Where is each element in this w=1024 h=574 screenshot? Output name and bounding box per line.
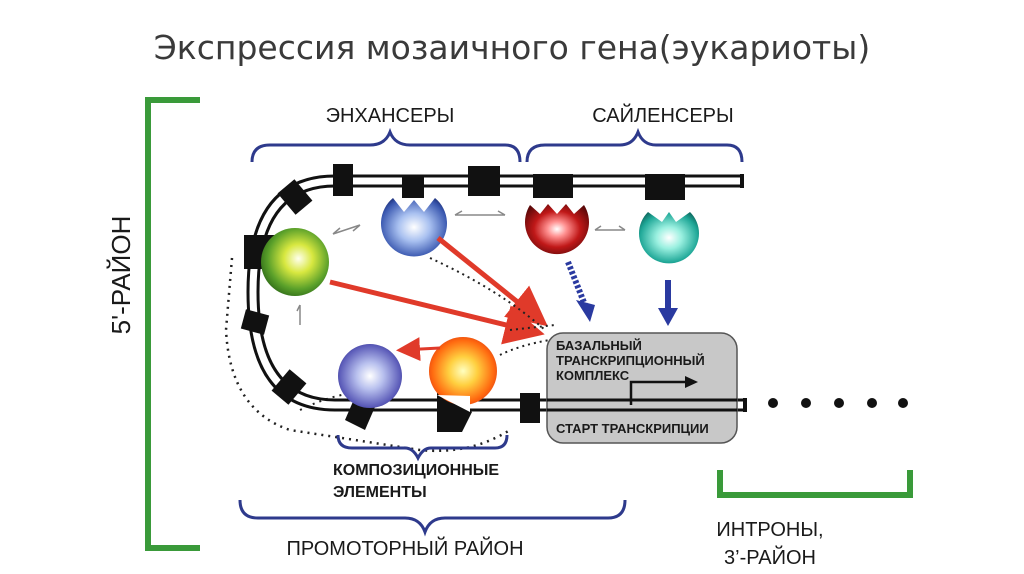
start-label: СТАРТ ТРАНСКРИПЦИИ — [556, 421, 709, 436]
continuation-dots — [768, 398, 908, 408]
enhancers-label: ЭНХАНСЕРЫ — [326, 105, 455, 127]
introns-bracket — [717, 470, 913, 498]
basal-label-line3: КОМПЛЕКС — [556, 368, 630, 383]
promoter-brace — [238, 499, 627, 537]
teal-silencer-protein — [639, 212, 699, 264]
basal-transcription-complex — [546, 332, 738, 444]
green-activator — [261, 228, 329, 296]
enhancers-brace — [250, 127, 522, 163]
orange-composite-protein — [429, 337, 497, 405]
introns-label-line2: 3’-РАЙОН — [724, 545, 816, 569]
interaction-arrows — [296, 210, 626, 325]
blue-enhancer-protein — [381, 198, 447, 257]
promoter-label: ПРОМОТОРНЫЙ РАЙОН — [286, 536, 523, 560]
violet-composite-protein — [338, 344, 402, 408]
composition-label-line1: КОМПОЗИЦИОННЫЕ — [333, 462, 499, 479]
basal-label-line2: ТРАНСКРИПЦИОННЫЙ — [556, 353, 705, 368]
composition-label-line2: ЭЛЕМЕНТЫ — [333, 484, 427, 501]
transcription-start-arrow — [629, 376, 698, 405]
composition-brace — [336, 434, 509, 462]
introns-label-line1: ИНТРОНЫ, — [716, 519, 823, 541]
blue-arrows — [565, 260, 678, 326]
red-arrows — [329, 236, 548, 362]
five-prime-bracket — [145, 97, 200, 551]
dotted-connectors — [429, 257, 556, 356]
five-prime-label: 5'-РАЙОН — [106, 216, 136, 335]
silencers-label: САЙЛЕНСЕРЫ — [592, 103, 733, 127]
slide-title: Экспрессия мозаичного гена(эукариоты) — [153, 28, 871, 67]
binding-sites — [240, 164, 685, 432]
silencers-brace — [525, 127, 744, 163]
basal-label-line1: БАЗАЛЬНЫЙ — [556, 338, 642, 353]
red-silencer-protein — [525, 204, 589, 255]
